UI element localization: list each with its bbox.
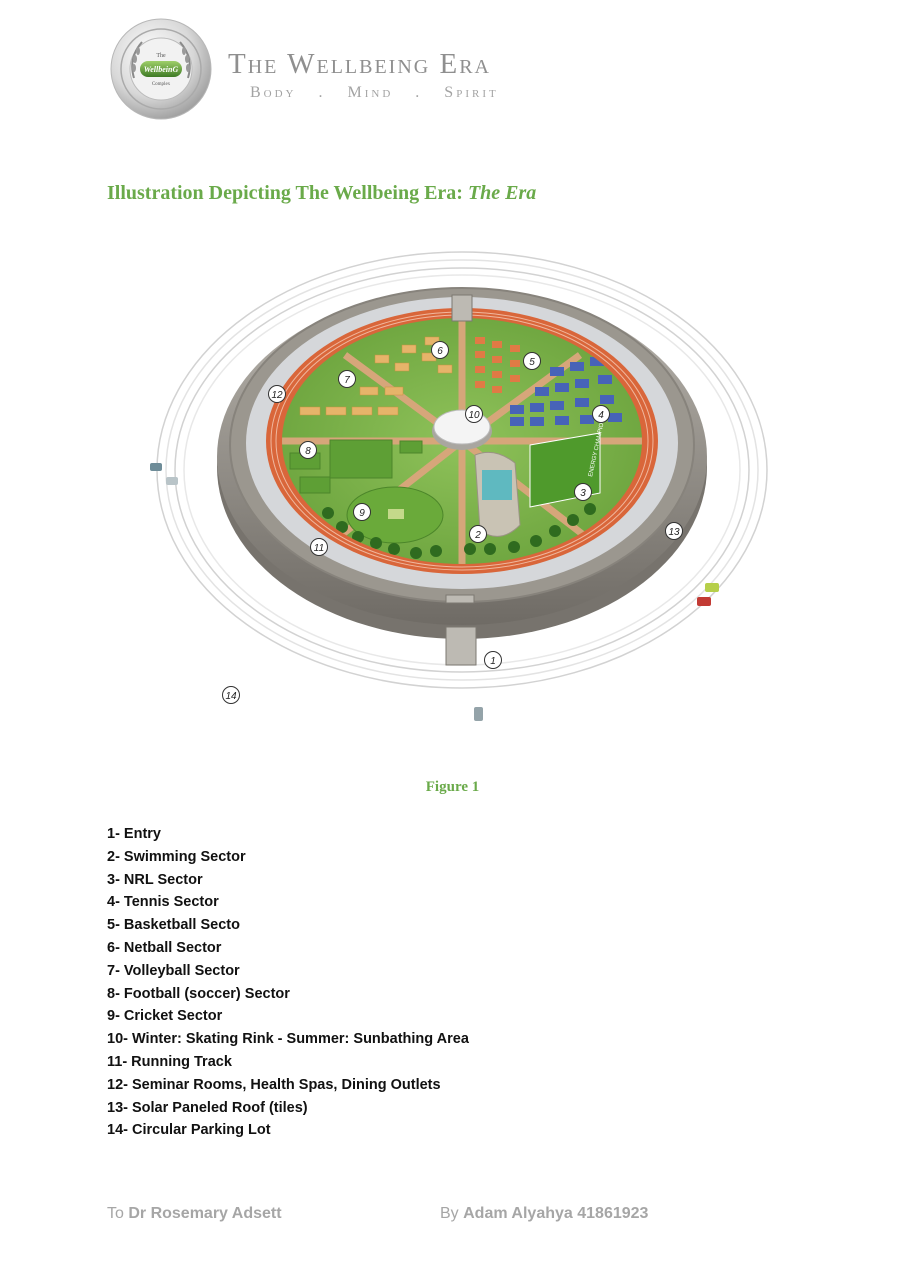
tennis-courts <box>510 357 622 426</box>
svg-text:12: 12 <box>271 390 283 401</box>
legend-item-nrl: 3- NRL Sector <box>107 871 203 888</box>
svg-text:3: 3 <box>580 488 586 499</box>
marker-10: 10 <box>465 405 483 423</box>
recipient-name: Dr Rosemary Adsett <box>128 1205 282 1222</box>
swimming-pool <box>474 451 521 537</box>
marker-11: 11 <box>310 538 328 556</box>
marker-12: 12 <box>268 385 286 403</box>
svg-text:4: 4 <box>598 410 604 421</box>
marker-13: 13 <box>665 522 683 540</box>
central-rink <box>432 409 492 450</box>
legend-item-running-track: 11- Running Track <box>107 1053 232 1070</box>
volleyball-courts <box>299 336 453 416</box>
legend-item-parking-lot: 14- Circular Parking Lot <box>107 1122 271 1139</box>
marker-1: 1 <box>484 651 502 669</box>
legend-item-tennis: 4- Tennis Sector <box>107 894 219 911</box>
svg-text:2: 2 <box>474 530 481 541</box>
footer-author: By Adam Alyahya 41861923 <box>440 1205 649 1222</box>
tagline-body: Body <box>250 84 297 101</box>
marker-8: 8 <box>299 441 317 459</box>
legend-item-netball: 6- Netball Sector <box>107 939 222 956</box>
figure-caption: Figure 1 <box>425 779 480 795</box>
stadium-illustration: ENERGY CHAMPIONS 1 2 3 4 5 6 7 8 <box>150 251 768 721</box>
tagline-mind: Mind <box>347 84 394 101</box>
basketball-courts <box>475 337 520 393</box>
svg-text:5: 5 <box>529 357 535 368</box>
footer-recipient: To Dr Rosemary Adsett <box>107 1205 282 1222</box>
brand-name: The Wellbeing Era <box>228 48 491 80</box>
marker-6: 6 <box>431 341 449 359</box>
legend-item-solar-roof: 13- Solar Paneled Roof (tiles) <box>107 1099 308 1116</box>
tagline-spirit: Spirit <box>444 84 499 101</box>
legend-item-basketball: 5- Basketball Secto <box>107 917 240 934</box>
svg-text:The: The <box>156 53 166 59</box>
parking-lot-rings <box>156 251 768 689</box>
legend-item-volleyball: 7- Volleyball Sector <box>107 962 240 979</box>
svg-text:7: 7 <box>344 375 350 386</box>
legend-list: 1- Entry 2- Swimming Sector 3- NRL Secto… <box>107 823 469 1142</box>
legend-item-football: 8- Football (soccer) Sector <box>107 985 290 1002</box>
svg-text:14: 14 <box>225 691 237 702</box>
legend-item-cricket: 9- Cricket Sector <box>107 1008 223 1025</box>
page-title: Illustration Depicting The Wellbeing Era… <box>107 182 537 204</box>
title-italic: The Era <box>467 182 537 204</box>
marker-3: 3 <box>574 483 592 501</box>
legend-item-swimming: 2- Swimming Sector <box>107 848 246 865</box>
svg-text:WellbeinG: WellbeinG <box>144 65 179 74</box>
wellbeing-logo: The WellbeinG Complex <box>110 18 212 120</box>
marker-2: 2 <box>469 525 487 543</box>
svg-text:9: 9 <box>359 508 365 519</box>
marker-5: 5 <box>523 352 541 370</box>
page-header: The WellbeinG Complex The Wellbeing Era … <box>110 18 530 123</box>
brand-tagline: Body.Mind.Spirit <box>250 84 499 101</box>
svg-text:8: 8 <box>305 446 311 457</box>
svg-text:11: 11 <box>314 543 324 554</box>
number-markers: 1 2 3 4 5 6 7 8 9 10 11 12 13 14 <box>222 341 683 704</box>
svg-text:1: 1 <box>490 656 496 667</box>
parked-cars <box>150 463 719 721</box>
legend-item-skating-rink: 10- Winter: Skating Rink - Summer: Sunba… <box>107 1031 469 1048</box>
trees <box>322 503 596 559</box>
legend-item-seminar-rooms: 12- Seminar Rooms, Health Spas, Dining O… <box>107 1076 441 1093</box>
svg-text:Complex: Complex <box>152 82 171 87</box>
author-name: Adam Alyahya 41861923 <box>463 1205 649 1222</box>
marker-4: 4 <box>592 405 610 423</box>
legend-item-entry: 1- Entry <box>107 826 161 842</box>
entry-gates <box>445 294 477 666</box>
svg-text:10: 10 <box>468 410 480 421</box>
svg-text:6: 6 <box>437 346 443 357</box>
marker-14: 14 <box>222 686 240 704</box>
svg-text:13: 13 <box>668 527 680 538</box>
marker-9: 9 <box>353 503 371 521</box>
marker-7: 7 <box>338 370 356 388</box>
